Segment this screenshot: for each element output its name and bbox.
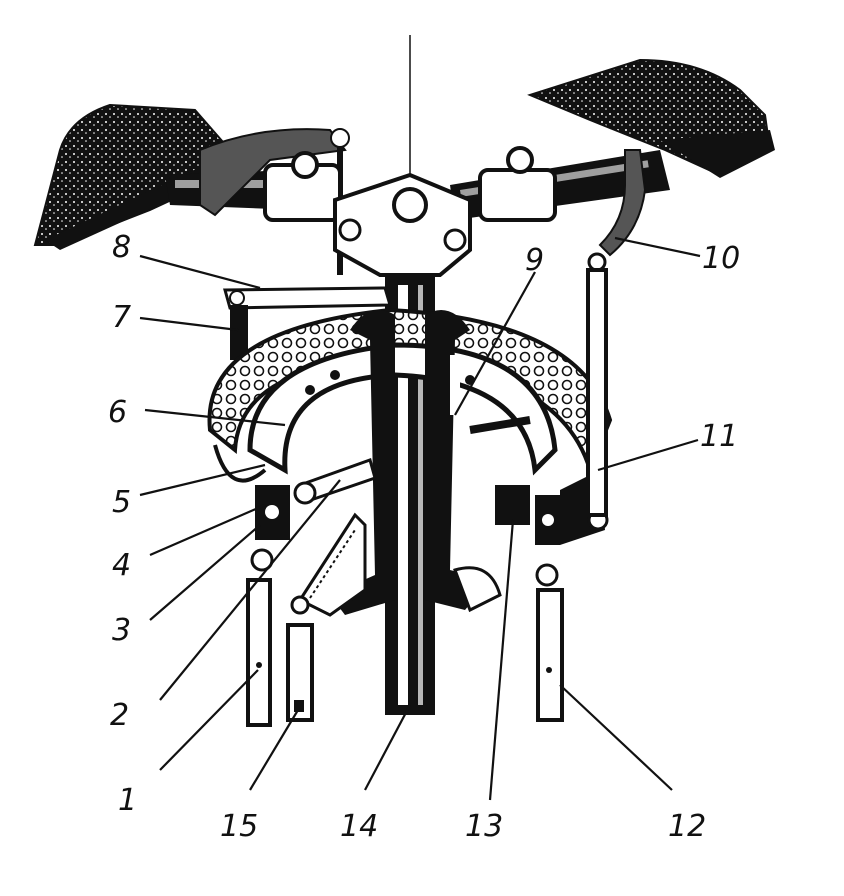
leader-8 [139, 254, 261, 290]
leader-5 [139, 463, 266, 497]
rod-left [246, 578, 272, 727]
central-hub [333, 172, 472, 277]
cross-pin [293, 416, 531, 505]
label-2: 2 [110, 698, 129, 733]
leader-15 [249, 709, 299, 791]
side-rod [586, 252, 608, 517]
label-1: 1 [118, 783, 137, 818]
leader-4 [149, 503, 266, 557]
callout-labels: 1 2 3 4 5 6 7 8 9 10 11 12 13 14 15 [108, 230, 740, 844]
label-12: 12 [668, 809, 706, 844]
leader-11 [597, 438, 699, 472]
leader-1 [159, 669, 259, 771]
inner-c-ring [247, 342, 558, 476]
label-13: 13 [465, 809, 503, 844]
label-5: 5 [112, 485, 131, 520]
leader-7 [139, 316, 239, 332]
right-pad [527, 58, 775, 178]
upper-link-bar [223, 286, 392, 360]
leader-6 [144, 408, 286, 427]
rod-middle [286, 623, 314, 722]
label-7: 7 [112, 300, 131, 335]
leader-13 [488, 519, 515, 801]
label-15: 15 [220, 809, 258, 844]
left-arm [165, 128, 350, 275]
ratchet-lever [290, 512, 367, 617]
label-4: 4 [112, 548, 131, 583]
label-3: 3 [112, 613, 131, 648]
label-8: 8 [112, 230, 131, 265]
leader-14 [364, 704, 411, 791]
leader-10 [614, 236, 701, 258]
leader-3 [149, 524, 261, 621]
leader-9 [454, 271, 536, 416]
right-arm [450, 146, 670, 257]
left-clamp-block [250, 485, 290, 572]
label-9: 9 [525, 243, 544, 278]
leader-2 [159, 479, 341, 701]
shaft-sleeve [330, 310, 502, 615]
label-10: 10 [702, 241, 740, 276]
label-11: 11 [700, 419, 738, 454]
label-14: 14 [340, 809, 378, 844]
leader-12 [559, 684, 673, 791]
leader-lines [139, 236, 701, 801]
label-6: 6 [108, 395, 127, 430]
rod-right [536, 588, 564, 722]
